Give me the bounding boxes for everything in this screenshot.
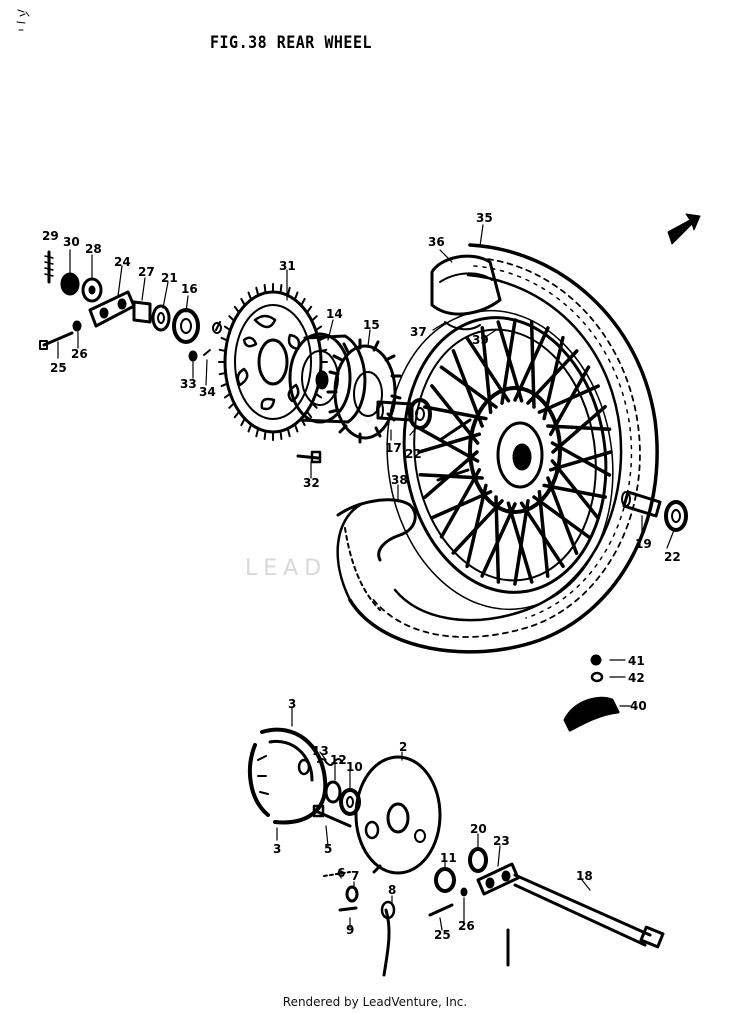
figure-title: FIG.38 REAR WHEEL [210,31,373,53]
bolt-25-top [39,331,74,350]
callout-3-top: 3 [288,697,296,711]
bearing-22-right [664,500,688,532]
callout-11: 11 [440,851,457,865]
callout-22-right: 22 [664,550,681,564]
callout-28: 28 [85,242,102,256]
callout-6: 6 [337,866,345,880]
nut-30 [60,272,80,296]
callout-26-bottom: 26 [458,919,475,933]
brake-cam-12 [324,780,342,804]
rim-band-36 [430,254,502,331]
callout-35: 35 [476,211,493,225]
callout-25-bottom: 25 [434,928,451,942]
sprocket-teeth [218,283,328,441]
callout-27: 27 [138,265,155,279]
wheel-rim [386,309,614,611]
callout-24: 24 [114,255,131,269]
callout-38: 38 [391,473,408,487]
return-spring-13 [317,758,343,766]
callout-2: 2 [399,740,407,754]
callout-19: 19 [635,537,652,551]
spacer-11 [434,867,456,893]
callout-8: 8 [388,883,396,897]
corner-speckle [16,9,30,31]
spacer-19 [621,490,662,518]
callout-3-bottom: 3 [273,842,281,856]
callout-31: 31 [279,259,296,273]
bolt-9 [338,906,358,912]
washer-28 [81,277,103,303]
watermark-text: LEAD [245,556,328,581]
callout-42: 42 [628,671,645,685]
callout-21: 21 [161,271,178,285]
bearing-22-left [408,398,432,430]
wheel-hub [436,386,562,514]
sprocket-bolt-32 [296,450,322,464]
callout-26-top: 26 [71,347,88,361]
callout-18: 18 [576,869,593,883]
callout-33: 33 [180,377,197,391]
callout-25-top: 25 [50,361,67,375]
callout-22-left: 22 [405,447,422,461]
callout-16: 16 [181,282,198,296]
footer-credit: Rendered by LeadVenture, Inc. [282,995,468,1009]
washer-34 [203,321,222,356]
chain-adjuster-24 [88,290,136,328]
callout-30: 30 [63,235,80,249]
chain-guard-40 [563,696,620,732]
callout-13: 13 [312,744,329,758]
callout-36: 36 [428,235,445,249]
leader-lines [57,224,675,931]
wheel-damper-15 [326,338,402,444]
direction-arrow-icon [667,213,701,245]
callout-7: 7 [351,869,359,883]
spacer-20 [468,847,488,873]
washer-26-bottom [460,887,468,897]
callout-17: 17 [385,441,402,455]
spacer-27 [132,300,152,324]
rear-axle-18 [513,873,665,949]
callout-32: 32 [303,476,320,490]
callout-5: 5 [324,842,332,856]
bearing-16 [172,308,200,344]
cam-shaft-5 [312,804,352,828]
callout-15: 15 [363,318,380,332]
tire-section-38 [336,498,417,611]
callout-39: 39 [472,333,489,347]
callout-23: 23 [493,834,510,848]
callout-34: 34 [199,385,216,399]
brake-shoes-3 [247,727,328,825]
callout-41: 41 [628,654,645,668]
callout-20: 20 [470,822,487,836]
callout-14: 14 [326,307,343,321]
callout-10: 10 [346,760,363,774]
washer-42 [590,671,604,683]
washer-26-top [72,320,82,332]
washer-6 [323,871,351,877]
brake-arm-8 [380,900,396,977]
bolt-25-bottom [428,903,454,917]
callout-40: 40 [630,699,647,713]
sprocket-drum-14 [288,332,367,424]
cotter-pin-29 [44,250,54,284]
callout-37: 37 [410,325,427,339]
callout-9: 9 [346,923,354,937]
nut-7 [345,885,359,903]
nut-41 [590,654,602,666]
brake-panel-2 [354,755,442,875]
nut-33 [188,350,198,362]
callout-29: 29 [42,229,59,243]
seal-21 [151,304,171,332]
wheel-spokes [417,318,613,586]
chain-adjuster-23 [476,862,520,896]
callout-12: 12 [330,753,347,767]
